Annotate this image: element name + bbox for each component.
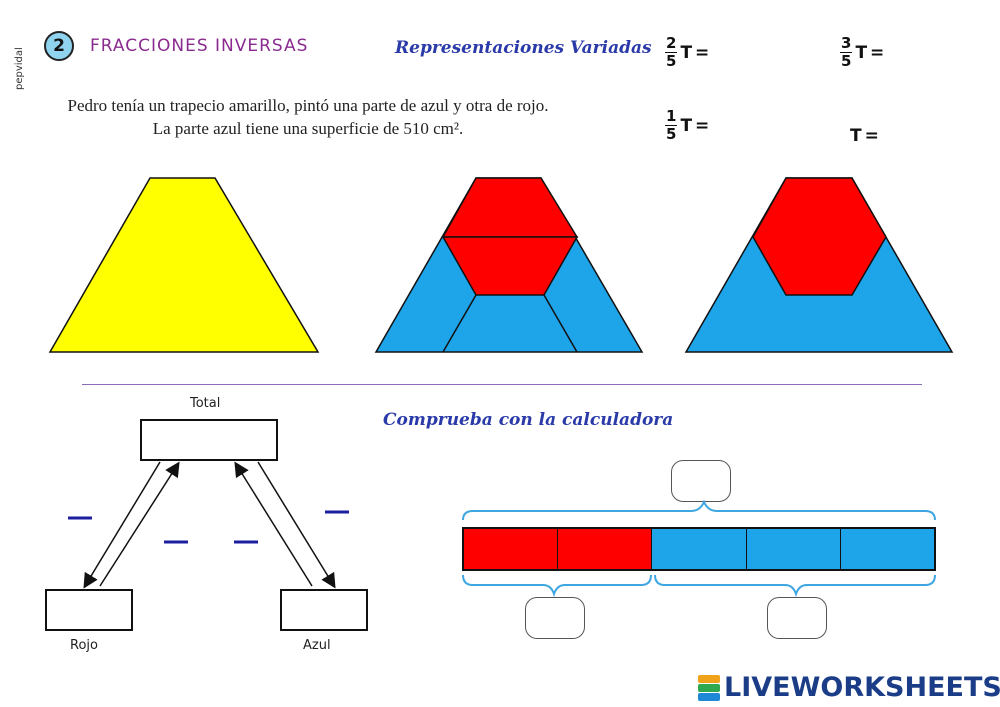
bar-total-answer-box[interactable] <box>671 460 731 502</box>
hexagon-trapezoid <box>684 177 954 353</box>
rojo-answer-box[interactable] <box>45 589 133 631</box>
fraction-denominator: 5 <box>666 52 677 70</box>
fraction-denominator: 5 <box>666 125 677 143</box>
azul-answer-box[interactable] <box>280 589 368 631</box>
bar-rojo-answer-box[interactable] <box>525 597 585 639</box>
rojo-label: Rojo <box>70 638 98 653</box>
flow-arrows <box>68 461 349 589</box>
equals-sign: = <box>695 115 710 136</box>
bar-segment-blue <box>746 529 841 569</box>
azul-brace <box>654 574 936 598</box>
split-trapezoid <box>374 177 644 353</box>
bar-segment-blue <box>652 529 747 569</box>
section-divider <box>82 384 922 385</box>
equation-three-fifths: 3 5 T = <box>840 35 884 70</box>
arrow-total-to-azul <box>257 461 336 589</box>
fraction-bar-model <box>462 527 936 571</box>
arrow-azul-to-total <box>234 461 313 587</box>
variable-t: T <box>855 42 868 63</box>
bar-azul-answer-box[interactable] <box>767 597 827 639</box>
fraction-numerator: 2 <box>665 34 678 53</box>
rojo-brace <box>462 574 652 598</box>
bar-braces <box>462 499 936 598</box>
total-answer-box[interactable] <box>140 419 278 461</box>
azul-label: Azul <box>303 638 331 653</box>
total-label: Total <box>190 396 221 411</box>
red-hexagon-top <box>441 177 579 238</box>
fraction-numerator: 3 <box>840 34 853 53</box>
problem-statement: Pedro tenía un trapecio amarillo, pintó … <box>67 96 549 138</box>
fraction: 1 5 <box>665 107 678 143</box>
variable-t: T <box>680 42 693 63</box>
fraction-denominator: 5 <box>841 52 852 70</box>
piece-divider <box>543 294 578 353</box>
equals-sign: = <box>870 42 885 63</box>
page-title: FRACCIONES INVERSAS <box>90 36 309 56</box>
equation-total: T = <box>850 126 879 146</box>
fraction-numerator: 1 <box>665 107 678 126</box>
equals-sign: = <box>864 126 879 146</box>
yellow-trapezoid <box>48 177 320 353</box>
logo-text: LIVEWORKSHEETS <box>724 672 1000 703</box>
fraction: 3 5 <box>840 34 853 70</box>
fraction: 2 5 <box>665 34 678 70</box>
bar-segment-blue <box>840 529 935 569</box>
section-subtitle-representaciones: Representaciones Variadas <box>395 38 652 58</box>
equals-sign: = <box>695 42 710 63</box>
variable-t: T <box>680 115 693 136</box>
variable-t: T <box>850 126 862 146</box>
exercise-number-badge: 2 <box>44 31 74 61</box>
section-subtitle-calculadora: Comprueba con la calculadora <box>383 410 674 430</box>
arrow-total-to-rojo <box>83 461 161 589</box>
piece-divider <box>442 294 477 353</box>
top-brace <box>462 499 936 521</box>
red-hexagon <box>752 177 887 296</box>
arrow-rojo-to-total <box>99 461 180 587</box>
equation-two-fifths: 2 5 T = <box>665 35 709 70</box>
trapezoid-figures <box>48 177 954 353</box>
logo-mark-icon <box>698 674 720 701</box>
bar-segment-red <box>464 529 559 569</box>
equation-one-fifth: 1 5 T = <box>665 108 709 143</box>
liveworksheets-logo: LIVEWORKSHEETS <box>698 672 1000 703</box>
bar-segment-red <box>558 529 653 569</box>
